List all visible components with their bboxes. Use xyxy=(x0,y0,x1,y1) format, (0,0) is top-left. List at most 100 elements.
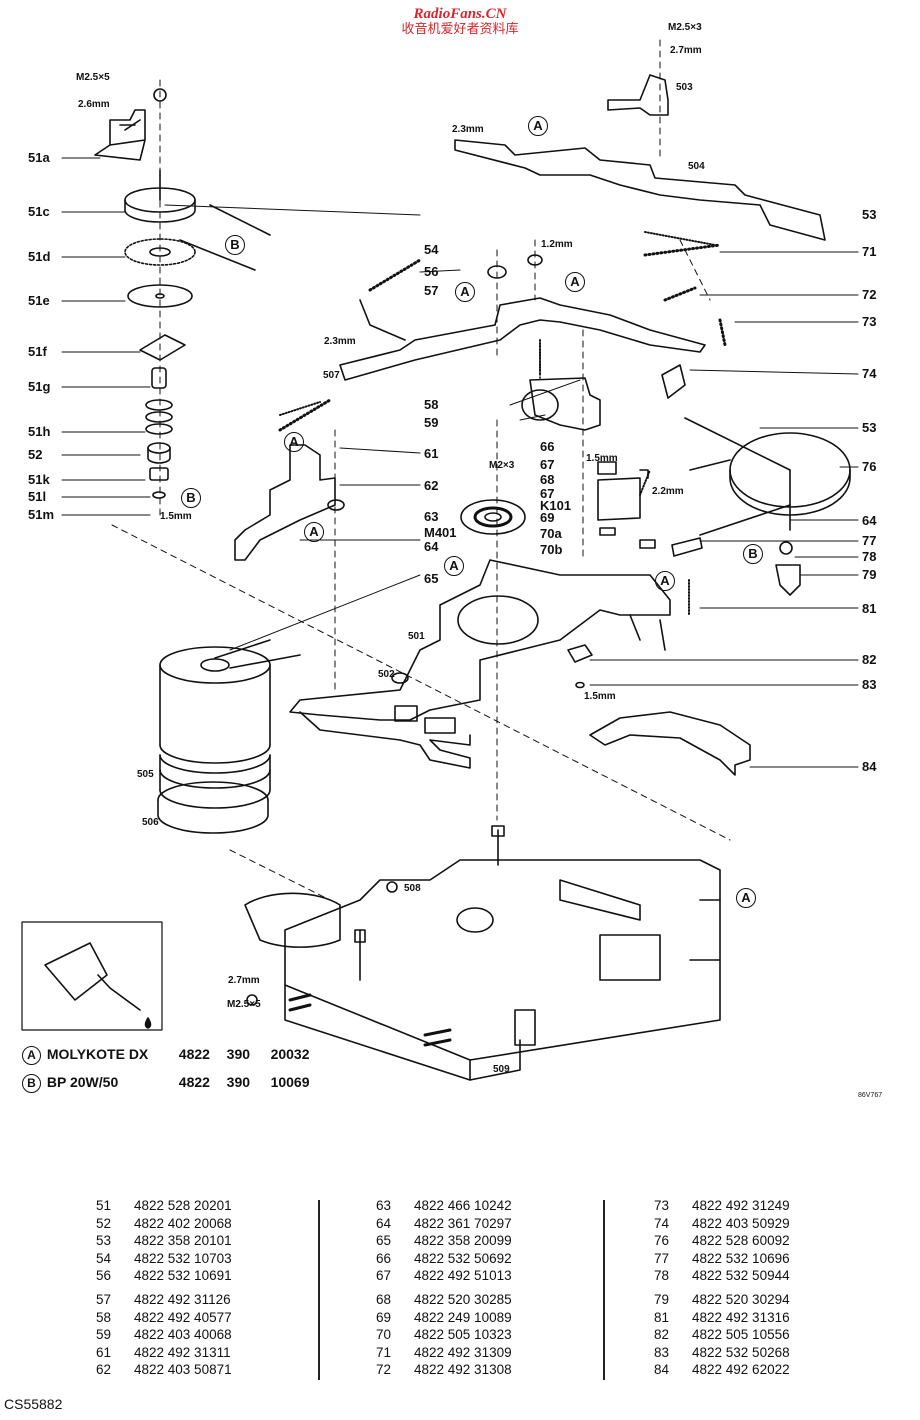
lever-plate xyxy=(339,254,727,399)
label-70a: 70a xyxy=(540,526,562,541)
legend-p2-b: 390 xyxy=(226,1074,251,1091)
part-code: 4822 403 50929 xyxy=(692,1215,790,1231)
callout-b-1: B xyxy=(225,235,245,255)
part-number: 76 xyxy=(654,1233,670,1249)
part-number: 73 xyxy=(654,1198,670,1213)
lubricant-inset xyxy=(21,921,163,1031)
label-66: 66 xyxy=(540,439,555,454)
label-57: 57 xyxy=(424,283,439,298)
part-number: 57 xyxy=(96,1291,112,1307)
label-61: 61 xyxy=(424,446,439,461)
part-code: 4822 505 10556 xyxy=(692,1327,790,1343)
assembly-guide-lines xyxy=(111,39,731,901)
label-58: 58 xyxy=(424,397,439,412)
label-84: 84 xyxy=(862,759,877,774)
annot-22mm: 2.2mm xyxy=(652,486,684,497)
part-number: 83 xyxy=(654,1344,670,1360)
label-74: 74 xyxy=(862,366,877,381)
springs xyxy=(279,231,716,616)
part-code: 4822 532 10696 xyxy=(692,1250,790,1266)
part-number: 65 xyxy=(376,1233,392,1249)
part-number: 62 xyxy=(96,1362,112,1378)
label-63: 63 xyxy=(424,509,439,524)
label-51h: 51h xyxy=(28,424,51,439)
label-67b: 67 xyxy=(540,486,555,501)
part-number: 51 xyxy=(96,1198,112,1213)
main-chassis-plate xyxy=(289,559,671,769)
watermark: RadioFans.CN 收音机爱好者资料库 xyxy=(0,6,920,38)
column-divider-2 xyxy=(603,1200,605,1380)
label-51f: 51f xyxy=(28,344,47,359)
label-64: 64 xyxy=(424,539,439,554)
label-81: 81 xyxy=(862,601,877,616)
part-code: 4822 532 50268 xyxy=(692,1344,790,1360)
legend-mark-b: B xyxy=(22,1074,41,1093)
label-501: 501 xyxy=(408,631,425,642)
motor xyxy=(157,639,301,834)
parts-row: 51 4822 528 20201 xyxy=(96,1197,232,1215)
label-504: 504 xyxy=(688,161,705,172)
part-code: 4822 532 10703 xyxy=(134,1250,232,1266)
part-code: 4822 528 20201 xyxy=(134,1198,232,1213)
gear xyxy=(460,499,526,535)
flywheel-disc xyxy=(671,417,851,596)
label-78: 78 xyxy=(862,549,877,564)
label-508: 508 xyxy=(404,883,421,894)
label-51g: 51g xyxy=(28,379,51,394)
label-51a: 51a xyxy=(28,150,50,165)
callout-b-3: B xyxy=(743,544,763,564)
annot-26mm: 2.6mm xyxy=(78,99,110,110)
annot-m25x3: M2.5×3 xyxy=(668,22,702,33)
annot-15mm-right: 1.5mm xyxy=(584,691,616,702)
label-64-right: 64 xyxy=(862,513,877,528)
label-73: 73 xyxy=(862,314,877,329)
part-number: 58 xyxy=(96,1309,112,1325)
label-53b: 53 xyxy=(862,420,877,435)
part-code: 4822 358 20099 xyxy=(414,1233,512,1249)
watermark-site: RadioFans.CN xyxy=(413,6,507,22)
callout-a-3: A xyxy=(565,272,585,292)
part-number: 66 xyxy=(376,1250,392,1266)
part-code: 4822 492 31316 xyxy=(692,1309,790,1325)
label-67a: 67 xyxy=(540,457,555,472)
part-code: 4822 492 62022 xyxy=(692,1362,790,1378)
label-68: 68 xyxy=(540,472,555,487)
flat-bar xyxy=(589,711,751,776)
annot-27mm-bot: 2.7mm xyxy=(228,975,260,986)
label-69: 69 xyxy=(540,510,555,525)
label-72: 72 xyxy=(862,287,877,302)
label-506: 506 xyxy=(142,817,159,828)
label-71: 71 xyxy=(862,244,877,259)
legend-text-a: MOLYKOTE DX xyxy=(46,1046,149,1063)
part-number: 67 xyxy=(376,1268,392,1284)
legend-row-a: A MOLYKOTE DX 4822 390 20032 xyxy=(22,1046,310,1065)
legend-row-b: B BP 20W/50 4822 390 10069 xyxy=(22,1074,310,1093)
legend-p3-b: 10069 xyxy=(270,1074,310,1091)
label-51m: 51m xyxy=(28,507,55,522)
label-k101: K101 xyxy=(540,498,572,513)
part-number: 53 xyxy=(96,1233,112,1249)
callout-a-6: A xyxy=(444,556,464,576)
callout-b-2: B xyxy=(181,488,201,508)
label-51l: 51l xyxy=(28,489,47,504)
part-number: 79 xyxy=(654,1291,670,1307)
column-divider-1 xyxy=(318,1200,320,1380)
part-number: 61 xyxy=(96,1344,112,1360)
part-code: 4822 532 10691 xyxy=(134,1268,232,1284)
label-m401: M401 xyxy=(424,525,457,540)
